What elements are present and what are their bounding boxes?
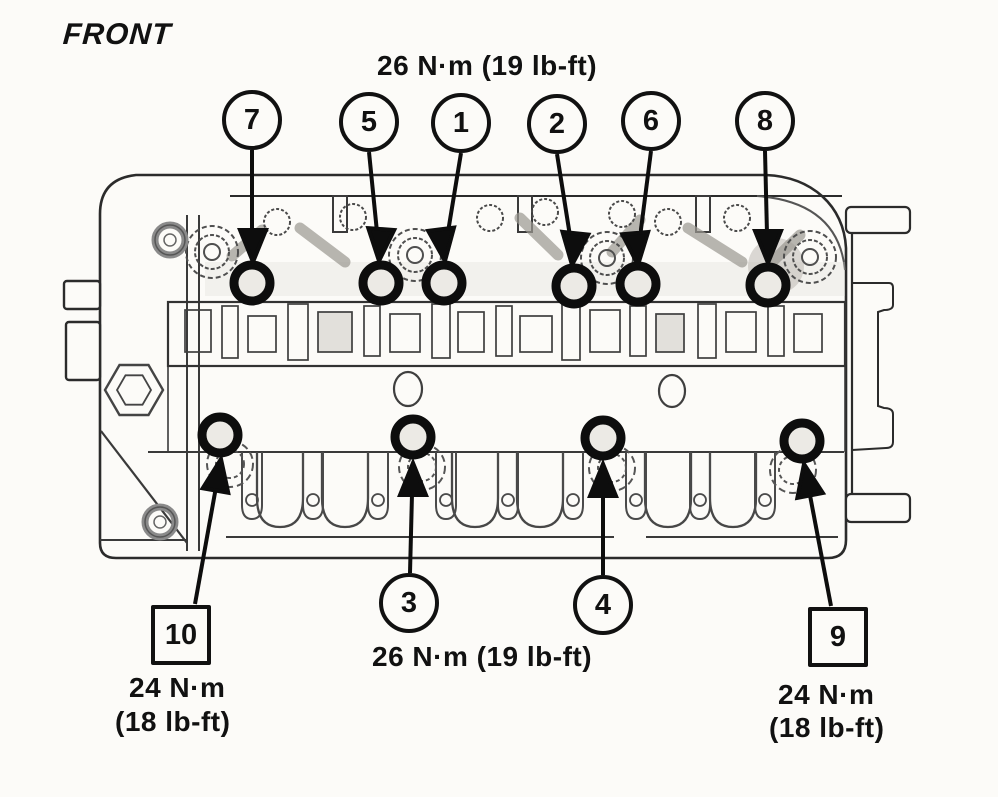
arrow-to-bolt-8 xyxy=(752,150,784,269)
arrow-to-bolt-6 xyxy=(619,150,653,271)
leader-arrows xyxy=(193,150,833,607)
arrow-to-bolt-5 xyxy=(365,151,398,267)
cam-cap-band xyxy=(166,300,847,368)
arrow-to-bolt-10 xyxy=(193,453,231,605)
bolt-callout-5: 5 xyxy=(339,92,399,152)
right-bracket xyxy=(844,205,912,524)
bolt-callout-4: 4 xyxy=(573,575,633,635)
bolt-hole-4 xyxy=(580,415,626,461)
rocker-arms xyxy=(226,212,806,268)
bolt-hole-10 xyxy=(197,412,243,458)
bolt-hole-7 xyxy=(229,260,275,306)
bolt-callout-1: 1 xyxy=(431,93,491,153)
hex-plug xyxy=(103,363,165,417)
left-mount-tabs xyxy=(62,279,102,382)
torque-bottom-right-line2: (18 lb-ft) xyxy=(769,712,885,743)
bolt-callout-2: 2 xyxy=(527,94,587,154)
torque-bottom-left-line2: (18 lb-ft) xyxy=(115,706,231,737)
arrow-to-bolt-9 xyxy=(794,458,833,607)
interior-lines xyxy=(100,215,846,551)
torque-bottom-right-line1: 24 N·m xyxy=(778,679,875,710)
top-band-shading xyxy=(205,262,845,296)
bolt-hole-5 xyxy=(358,260,404,306)
bolt-hole-8 xyxy=(745,262,791,308)
rocker-pivots xyxy=(263,198,751,236)
arrow-to-bolt-4 xyxy=(587,458,619,575)
arrow-to-bolt-3 xyxy=(397,457,429,574)
bolt-callout-10: 10 xyxy=(151,605,211,665)
arrow-to-bolt-7 xyxy=(237,150,269,268)
bolt-callout-9: 9 xyxy=(808,607,868,667)
torque-bottom-center-label: 26 N·m (19 lb-ft) xyxy=(372,641,593,672)
bolt-callout-3: 3 xyxy=(379,573,439,633)
bolt-callout-8: 8 xyxy=(735,91,795,151)
bolt-hole-3 xyxy=(390,414,436,460)
torque-bottom-left-line1: 24 N·m xyxy=(129,672,226,703)
valve-springs xyxy=(255,452,758,529)
mid-ports xyxy=(392,370,687,409)
lower-bolt-washers xyxy=(206,440,817,494)
arrow-to-bolt-2 xyxy=(555,153,592,271)
bolt-hole-9 xyxy=(779,418,825,464)
bolt-callout-7: 7 xyxy=(222,90,282,150)
front-label: FRONT xyxy=(61,18,173,51)
bolt-hole-1 xyxy=(421,260,467,306)
bolt-hole-6 xyxy=(615,261,661,307)
arrow-to-bolt-1 xyxy=(425,152,463,267)
valve-stems xyxy=(241,452,776,521)
bolt-callout-6: 6 xyxy=(621,91,681,151)
flange-bolt-top xyxy=(151,221,189,259)
bolt-hole-2 xyxy=(551,263,597,309)
flange-bolt-bottom xyxy=(141,503,179,541)
torque-top-label: 26 N·m (19 lb-ft) xyxy=(377,50,598,81)
